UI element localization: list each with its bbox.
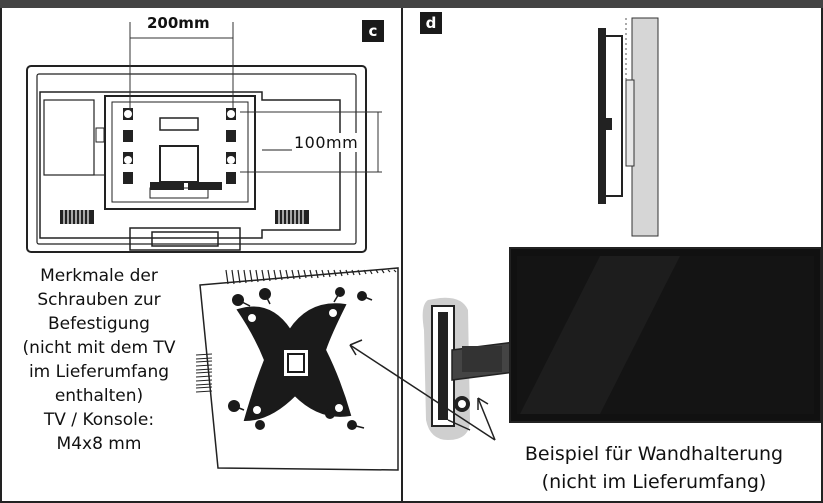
dimension-lines [129, 22, 382, 173]
wall-side-view [598, 17, 659, 237]
caption-line: enthalten) [54, 386, 144, 406]
top-border-bar [0, 0, 823, 8]
barcode-strip [195, 353, 213, 393]
caption-line: M4x8 mm [56, 434, 142, 454]
caption-line: Schrauben zur [37, 290, 161, 310]
panel-d-label: d [420, 12, 442, 34]
panel-c-caption: Merkmale der Schrauben zur Befestigung (… [4, 264, 194, 456]
caption-line: im Lieferumfang [28, 362, 170, 382]
panel-d-caption: Beispiel für Wandhalterung (nicht im Lie… [488, 440, 820, 496]
caption-line: Beispiel für Wandhalterung [524, 443, 784, 465]
panel-c-label: c [362, 20, 384, 42]
caption-line: (nicht mit dem TV [22, 338, 176, 358]
caption-line: Befestigung [48, 314, 150, 334]
wall-hatching [225, 269, 397, 285]
wall-mount-arm [422, 297, 516, 440]
x-bracket-center [287, 353, 305, 373]
caption-line: Merkmale der [40, 266, 158, 286]
pointer-lines [349, 339, 496, 441]
caption-line: TV / Konsole: [43, 410, 155, 430]
caption-line: (nicht im Lieferumfang) [541, 471, 767, 493]
tv-front-view [509, 247, 822, 423]
wall-bracket-plate [199, 267, 399, 471]
dimension-100mm: 100mm [292, 133, 361, 152]
tv-back-view [26, 65, 367, 253]
dimension-200mm: 200mm [147, 14, 210, 32]
mounting-holes [123, 108, 236, 184]
